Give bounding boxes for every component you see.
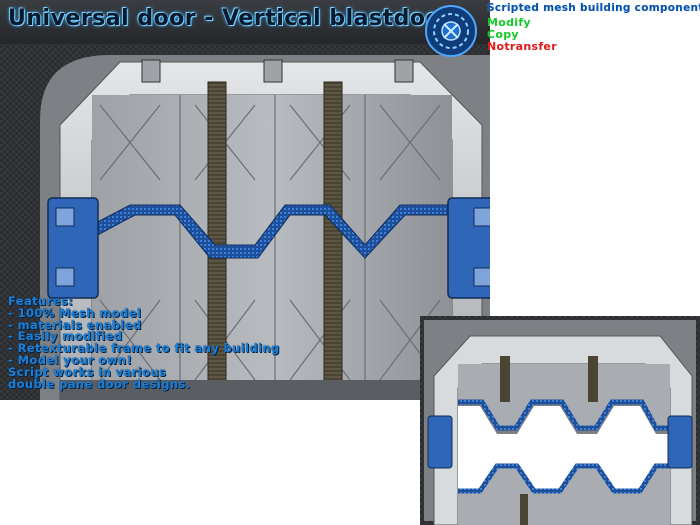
permission-copy: Copy [487,28,519,41]
feature-item: - 100% Mesh model [8,305,142,320]
subtitle: Scripted mesh building component [487,2,700,14]
permission-notransfer: Notransfer [487,40,557,53]
feature-item: - materials enabled [8,317,142,332]
features-list: Features: - 100% Mesh model - materials … [8,294,338,391]
features-heading: Features: [8,294,74,308]
open-door-preview [420,316,700,525]
permission-modify: Modify [487,16,531,29]
feature-item: Script works in various [8,364,167,379]
blueprint-logo-icon [425,5,477,57]
page-title: Universal door - Vertical blastdoor [8,6,453,31]
feature-item: double pane door designs. [8,376,191,391]
title-banner: Universal door - Vertical blastdoor [0,0,490,44]
feature-item: - Easily modified [8,329,123,344]
blastdoor-render [0,0,490,400]
feature-item: - Retexturable frame to fit any building [8,341,280,356]
feature-item: - Model your own! [8,352,133,367]
